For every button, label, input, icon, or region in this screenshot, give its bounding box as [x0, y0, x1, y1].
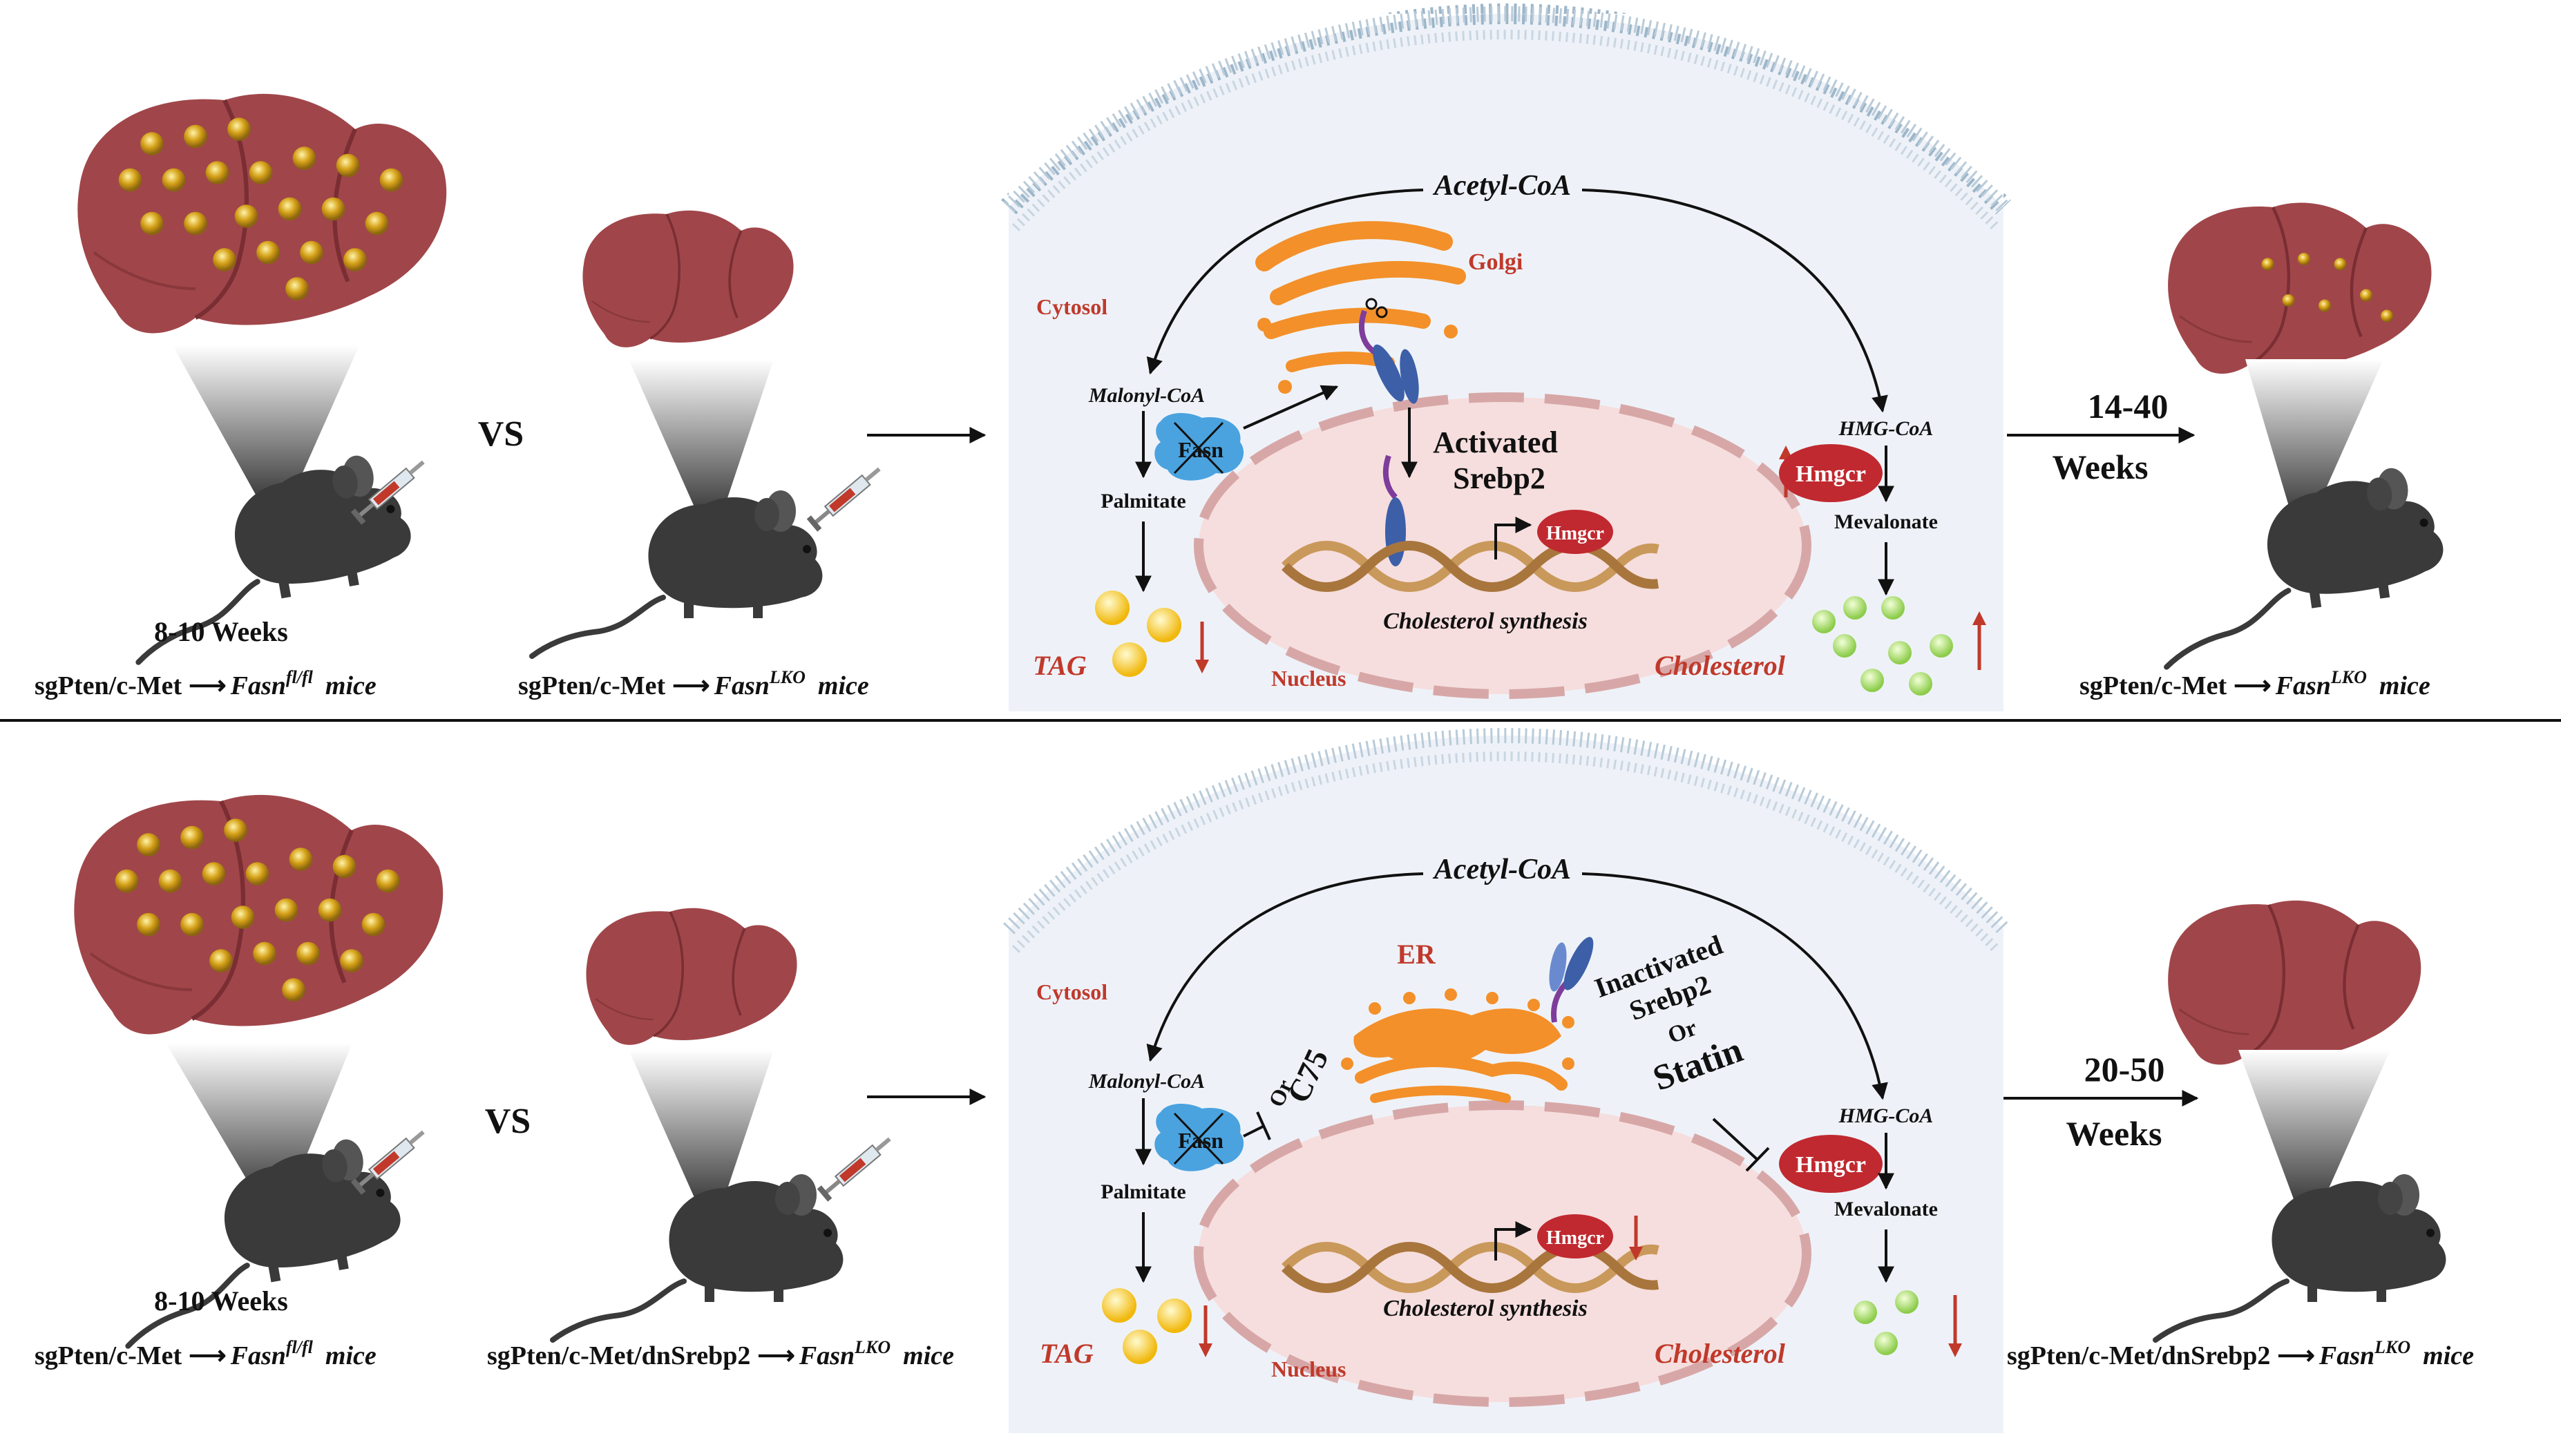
palmitate-bottom: Palmitate	[1101, 1180, 1186, 1203]
beam-right-bottom	[2238, 1050, 2390, 1236]
mouse-mid-top	[532, 490, 822, 656]
scissors-icon-top	[1365, 298, 1388, 318]
tag-label-top: TAG	[1033, 650, 1087, 681]
statin-inhibitor-bottom	[1712, 1118, 1770, 1172]
cholesterol-label-bottom: Cholesterol	[1655, 1338, 1786, 1369]
svg-text:Hmgcr: Hmgcr	[1796, 461, 1866, 487]
nucleus-label-top: Nucleus	[1271, 666, 1346, 691]
svg-text:Hmgcr: Hmgcr	[1546, 1227, 1604, 1249]
liver-normal-right-bottom	[2168, 901, 2421, 1065]
weeks-num-bottom: 20-50	[2084, 1050, 2165, 1089]
acetyl-coa-top: Acetyl-CoA	[1432, 170, 1571, 202]
hmgcr-nuc-bottom	[1537, 1214, 1613, 1258]
tumor-nodules	[115, 818, 400, 1002]
promoter-arrow-bottom	[1494, 1221, 1532, 1261]
cell-top: Acetyl-CoA Golgi Cytosol Ma	[1001, 3, 2011, 711]
syringe-mid-bottom	[816, 1131, 896, 1203]
weeks-num-top: 14-40	[2088, 387, 2169, 425]
chol-synth-bottom: Cholesterol synthesis	[1383, 1296, 1588, 1321]
mevalonate-bottom: Mevalonate	[1834, 1198, 1938, 1220]
cholesterol-droplets-bottom	[1854, 1290, 1919, 1355]
arrow-fasn-golgi-top	[1243, 385, 1339, 430]
cytosol-label-top: Cytosol	[1036, 294, 1107, 319]
mouse-mid-bottom	[553, 1174, 843, 1340]
mouse-right-bottom	[2155, 1174, 2446, 1340]
promoter-arrow-top	[1494, 517, 1532, 559]
vs-label-bottom: VS	[485, 1102, 531, 1141]
vs-label-top: VS	[478, 414, 524, 454]
liver-small-tumor-right-top	[2168, 202, 2431, 374]
hmgcr-nuc-top	[1537, 510, 1613, 554]
arrow-acetyl-left-bottom	[1146, 872, 1424, 1062]
tumor-nodules	[118, 117, 403, 300]
tag-label-bottom: TAG	[1040, 1338, 1094, 1369]
hmg-coa-top: HMG-CoA	[1838, 417, 1934, 440]
srebp2-golgi-icon-top	[1359, 309, 1419, 404]
malonyl-coa-bottom: Malonyl-CoA	[1088, 1070, 1205, 1093]
arrow-acetyl-right-top	[1581, 189, 1888, 413]
beam-right-top	[2245, 359, 2383, 546]
cholesterol-droplets-top	[1812, 596, 1953, 696]
fasn-enzyme-top: Fasn	[1154, 413, 1244, 481]
chol-synth-top: Cholesterol synthesis	[1383, 609, 1588, 634]
srebp2-er-icon-bottom	[1549, 937, 1594, 1023]
nucleus-bottom	[1194, 1100, 1811, 1407]
svg-text:Hmgcr: Hmgcr	[1796, 1152, 1866, 1178]
mevalonate-top: Mevalonate	[1834, 510, 1938, 533]
beam-mid-top	[629, 359, 774, 546]
weeks-word-top: Weeks	[2053, 448, 2149, 486]
fasn-enzyme-bottom: Fasn	[1154, 1104, 1244, 1171]
syringe-mid-top	[806, 461, 886, 533]
hmgcr-bottom	[1779, 1135, 1883, 1193]
cell-bottom: Acetyl-CoA ER Cytosol Malonyl-CoA	[1003, 727, 2009, 1433]
cell-membrane-bottom	[1003, 727, 2009, 935]
golgi-label-top: Golgi	[1468, 249, 1523, 275]
beam-mid-bottom	[629, 1050, 774, 1236]
malonyl-coa-top: Malonyl-CoA	[1088, 384, 1205, 407]
liver-tumor-left-bottom	[74, 795, 443, 1035]
liver-normal-mid-bottom	[584, 906, 799, 1046]
cytosol-label-bottom: Cytosol	[1036, 979, 1107, 1004]
er-label-bottom: ER	[1397, 939, 1436, 970]
arrow-acetyl-left-top	[1146, 189, 1424, 375]
arrow-acetyl-right-bottom	[1581, 872, 1888, 1100]
hmgcr-top	[1779, 444, 1883, 502]
cholesterol-label-top: Cholesterol	[1655, 650, 1786, 681]
hmg-coa-bottom: HMG-CoA	[1838, 1104, 1934, 1127]
tag-droplets-bottom	[1102, 1288, 1192, 1364]
nucleus-label-bottom: Nucleus	[1271, 1357, 1346, 1381]
beam-left-top	[173, 345, 359, 532]
palmitate-top: Palmitate	[1101, 490, 1186, 513]
age-label-left-bottom: 8-10 Weeks	[154, 1285, 288, 1316]
liver-normal-mid-top	[581, 209, 795, 349]
er-icon-bottom	[1341, 988, 1574, 1103]
weeks-word-bottom: Weeks	[2066, 1114, 2162, 1153]
tag-droplets-top	[1095, 591, 1181, 677]
beam-left-bottom	[166, 1043, 352, 1229]
acetyl-coa-bottom: Acetyl-CoA	[1432, 854, 1571, 885]
svg-text:Hmgcr: Hmgcr	[1546, 523, 1604, 544]
activated-srebp2-top: Activated Srebp2	[1433, 425, 1565, 495]
liver-tumor-left-top	[77, 94, 446, 334]
age-label-left-top: 8-10 Weeks	[154, 616, 288, 647]
